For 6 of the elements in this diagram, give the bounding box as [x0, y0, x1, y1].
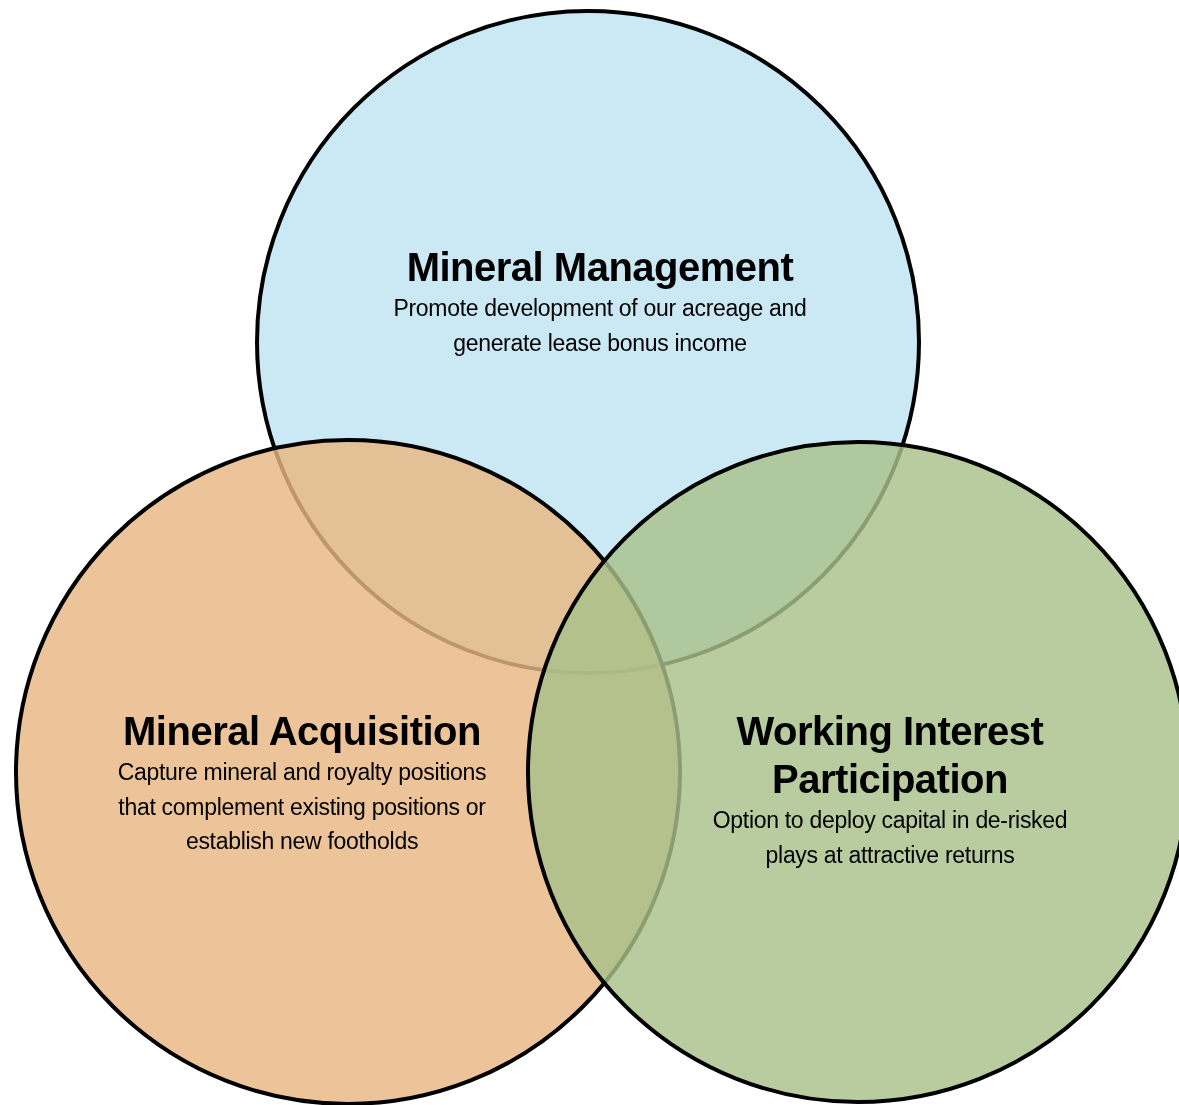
circle-heading: Mineral Management	[405, 244, 795, 291]
circle-description: Option to deploy capital in de-risked plays at attractive returns	[711, 806, 1069, 870]
circle-heading: Working Interest Participation	[735, 708, 1045, 803]
circle-description: Promote development of our acreage and generate lease bonus income	[392, 294, 808, 358]
circle-description: Capture mineral and royalty positions that complement existing positions or establish new footholds	[116, 758, 488, 856]
circle-heading: Mineral Acquisition	[122, 708, 482, 755]
